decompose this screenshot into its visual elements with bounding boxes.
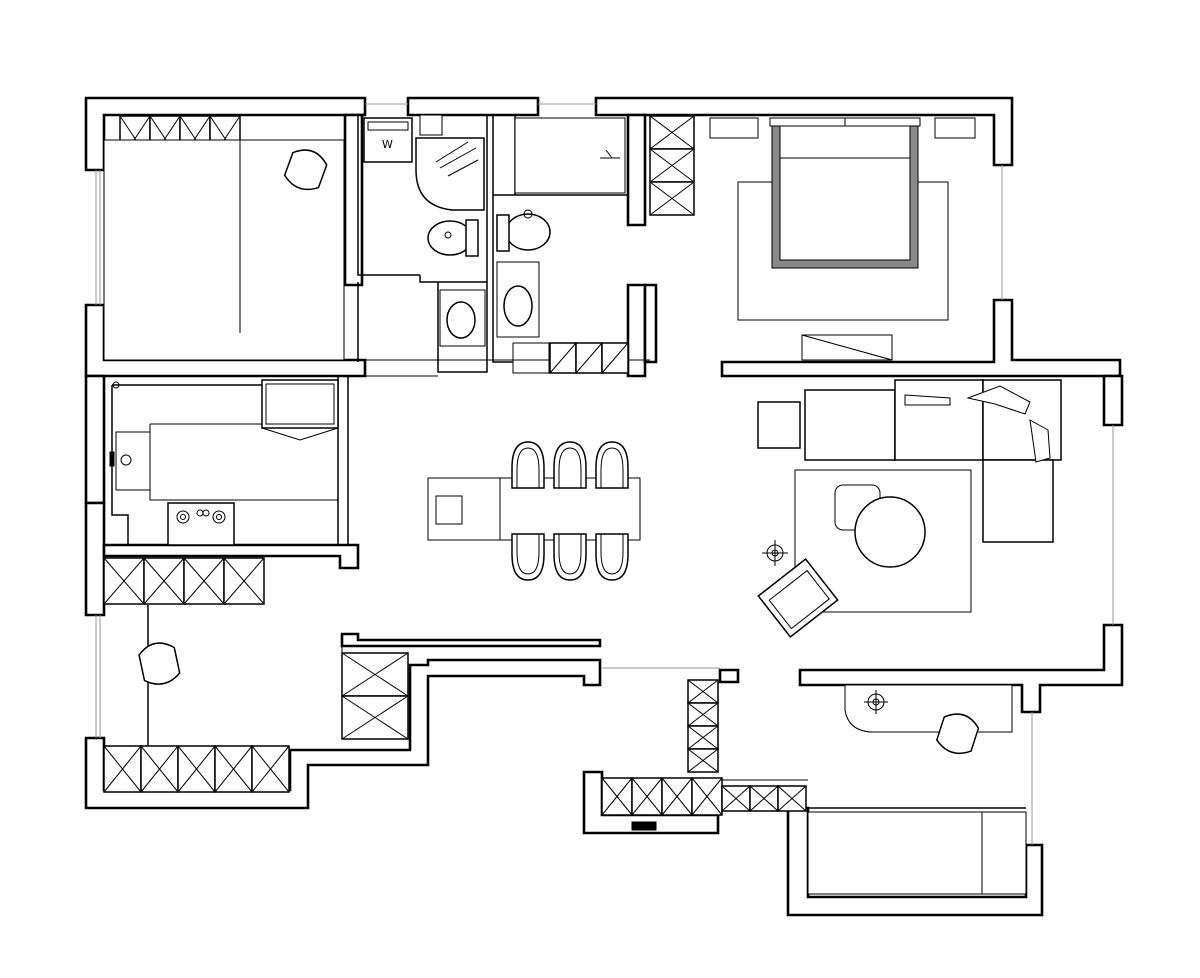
wardrobe-diagonal (749, 785, 779, 812)
dining-chairs-top (511, 441, 629, 489)
stove-icon (167, 502, 235, 546)
dining-chair-back (558, 447, 582, 488)
wardrobe-diagonal (575, 342, 603, 374)
windows (95, 103, 1114, 845)
floor-lamp-icon (762, 540, 788, 566)
washer-icon: W (363, 117, 413, 163)
bedroom-top-left (103, 115, 345, 361)
bed-icon (769, 117, 921, 269)
side-table (757, 401, 801, 449)
wardrobe-diagonal (140, 745, 179, 793)
sink-icon (109, 431, 151, 491)
dining-chair-back (600, 447, 624, 488)
wardrobe-diagonal (341, 695, 409, 740)
exterior-walls (84, 96, 1124, 917)
wardrobe-diagonal (649, 115, 695, 150)
living-room (757, 379, 1062, 639)
chair-icon (935, 713, 980, 755)
dining-chair-back (600, 534, 624, 575)
wardrobe-diagonal (341, 652, 409, 697)
wardrobe-diagonal (649, 181, 695, 216)
wardrobe-diagonal (687, 679, 719, 704)
bedroom-lower-right (631, 684, 1027, 895)
wardrobe-diagonal (661, 777, 693, 816)
kitchen (109, 379, 339, 546)
wardrobe-diagonal (223, 557, 265, 605)
sink-icon (439, 289, 486, 347)
coffee-table (854, 496, 926, 568)
sofa-icon (804, 379, 1062, 543)
dining-chairs-bottom (511, 533, 629, 581)
wardrobe-diagonal (251, 745, 290, 793)
dining-chair-back (558, 534, 582, 575)
wardrobe-diagonal (601, 342, 629, 374)
wardrobe-diagonal (183, 557, 225, 605)
dining-chair-back (516, 447, 540, 488)
chair-icon (283, 149, 328, 191)
sink-icon (496, 261, 540, 338)
shower-icon (415, 137, 485, 211)
wardrobe-diagonal (103, 745, 142, 793)
dining-area (427, 441, 641, 581)
bathroom-2-fixtures (496, 117, 626, 338)
wardrobe-diagonal (549, 342, 577, 374)
chair-icon (138, 642, 181, 685)
wardrobe-diagonal (687, 702, 719, 727)
toilet-icon (427, 219, 479, 257)
wardrobe-diagonal (777, 785, 807, 812)
wardrobe-diagonal (687, 725, 719, 750)
wardrobe-diagonal (177, 745, 216, 793)
dining-chair-back (516, 534, 540, 575)
tv-cabinet (801, 334, 893, 361)
wardrobe-diagonal (214, 745, 253, 793)
desk (844, 684, 1013, 733)
desk-lamp-icon (864, 690, 888, 714)
wardrobe-diagonal (631, 777, 663, 816)
fridge-icon (261, 379, 339, 441)
wardrobe-diagonal (601, 777, 633, 816)
bed-icon (807, 811, 1027, 895)
wardrobe-diagonal (687, 748, 719, 773)
master-bedroom (709, 117, 976, 361)
bathroom-1-fixtures: W (363, 117, 486, 347)
wardrobe-diagonal (721, 785, 751, 812)
wardrobe-diagonal (143, 557, 185, 605)
wardrobe-diagonal (103, 557, 145, 605)
bedroom-lower-left (138, 642, 181, 685)
radiator (631, 821, 657, 831)
armchair-icon (757, 557, 839, 639)
washer-label: W (382, 138, 393, 151)
wardrobe-diagonal (649, 148, 695, 183)
wardrobe-diagonal (691, 777, 723, 816)
toilet-icon (496, 209, 551, 252)
